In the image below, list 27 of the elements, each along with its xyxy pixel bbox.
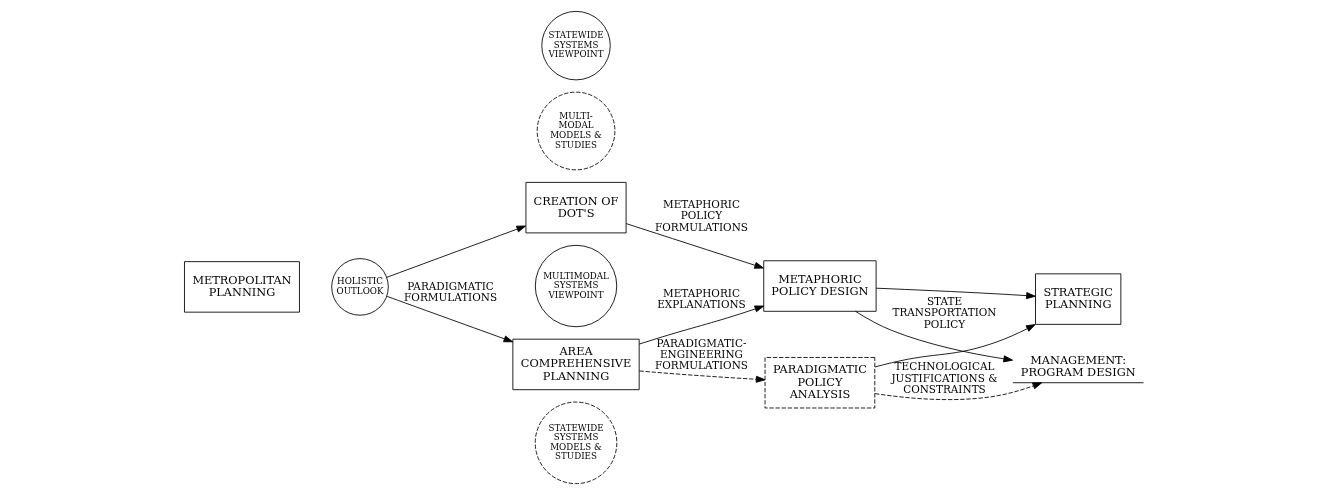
- edge-label: METAPHORIC POLICY FORMULATIONS: [654, 198, 748, 233]
- edge-label: PARADIGMATIC FORMULATIONS: [403, 280, 497, 304]
- arrow: [874, 324, 1036, 368]
- edge-label: TECHNOLOGICAL JUSTIFICATIONS & CONSTRAINTS: [890, 360, 998, 395]
- node-circle: MULTI- MODAL MODELS & STUDIES: [536, 91, 615, 171]
- edge-label: PARADIGMATIC- ENGINEERING FORMULATIONS: [654, 336, 748, 372]
- node-box: METROPOLITAN PLANNING: [183, 261, 300, 313]
- arrow: [854, 310, 1013, 363]
- arrow: [874, 382, 1042, 401]
- arrow: [638, 305, 764, 345]
- arrow: [386, 295, 513, 343]
- edge-label: STATE TRANSPORTATION POLICY: [891, 294, 996, 330]
- arrow: [385, 225, 526, 278]
- node-circle: HOLISTIC OUTLOOK: [330, 258, 389, 316]
- node-box: STRATEGIC PLANNING: [1034, 273, 1121, 325]
- arrow: [638, 370, 765, 383]
- node-box: PARADIGMATIC POLICY ANALYSIS: [764, 357, 875, 409]
- node-box: CREATION OF DOT'S: [525, 181, 627, 234]
- arrow: [875, 287, 1036, 300]
- node-circle: STATEWIDE SYSTEMS VIEWPOINT: [540, 10, 611, 81]
- edge-label: METAPHORIC EXPLANATIONS: [656, 287, 746, 311]
- arrow: [625, 223, 764, 269]
- node-circle: MULTIMODAL SYSTEMS VIEWPOINT: [534, 244, 617, 328]
- node-box: AREA COMPREHENSIVE PLANNING: [511, 338, 640, 391]
- node-circle: STATEWIDE SYSTEMS MODELS & STUDIES: [534, 401, 617, 485]
- node-box: METAPHORIC POLICY DESIGN: [762, 260, 877, 312]
- node-text: MANAGEMENT: PROGRAM DESIGN: [1020, 352, 1136, 380]
